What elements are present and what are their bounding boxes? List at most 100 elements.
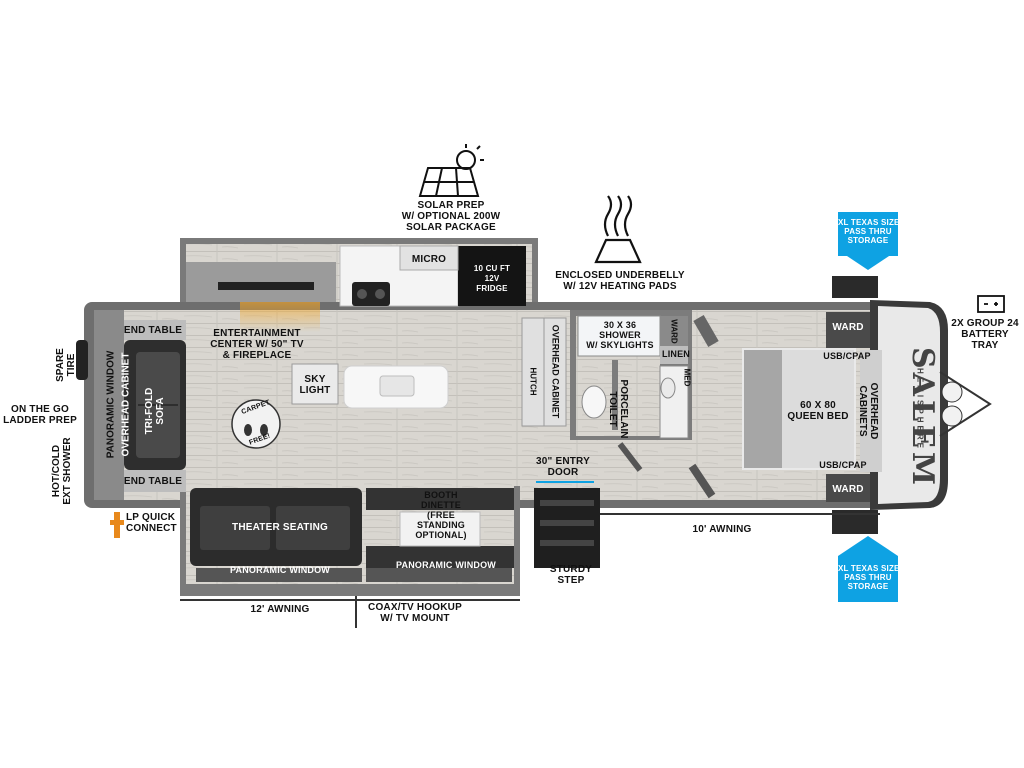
ladder-callout: ON THE GO LADDER PREP — [0, 404, 80, 426]
storage-bottom-line-1: XL TEXAS SIZE — [838, 564, 900, 573]
entertainment-line-2: CENTER W/ 50" TV — [210, 339, 304, 350]
storage-bottom-line-3: STORAGE — [847, 582, 889, 591]
spare-tire-line-2: TIRE — [66, 353, 77, 377]
bed-label: 60 X 80 QUEEN BED — [782, 400, 854, 422]
shower-line-3: W/ SKYLIGHTS — [586, 340, 654, 350]
battery-icon — [977, 295, 1005, 313]
dinette-line-4: STANDING — [417, 520, 465, 530]
shower-label: 30 X 36 SHOWER W/ SKYLIGHTS — [580, 320, 660, 350]
skylight-line-2: LIGHT — [299, 385, 331, 396]
dinette-line-5: OPTIONAL) — [415, 530, 467, 540]
dinette-line-2: DINETTE — [421, 500, 461, 510]
overhead-cabinets-line-1: OVERHEAD — [868, 382, 879, 440]
usb-bottom-label: USB/CPAP — [819, 460, 867, 470]
panoramic-window-1: PANORAMIC WINDOW — [229, 565, 331, 575]
step-callout: STURDY STEP — [540, 564, 602, 586]
kitchen — [186, 245, 567, 427]
theater-seating-label: THEATER SEATING — [232, 522, 328, 533]
brand-sub: HEMISPHERE — [915, 368, 925, 451]
end-table-bottom: END TABLE — [123, 476, 183, 487]
tire-icon — [76, 340, 88, 380]
entertainment-line-1: ENTERTAINMENT — [213, 328, 301, 339]
up-arrow-icon — [838, 536, 898, 602]
battery-line-1: 2X GROUP 24 — [951, 318, 1019, 329]
shower-line-1: 30 X 36 — [603, 320, 637, 330]
ward-bottom-label: WARD — [832, 484, 864, 495]
storage-top-line-1: XL TEXAS SIZE — [838, 218, 900, 227]
bathroom — [570, 310, 716, 499]
skylight-label: SKY LIGHT — [292, 374, 338, 396]
lp-line-2: CONNECT — [126, 523, 177, 534]
toilet-line-1: PORCELAIN — [618, 379, 629, 439]
storage-top-line-2: PASS THRU — [844, 227, 892, 236]
awning-12-label: 12' AWNING — [250, 604, 310, 615]
fridge-line-3: FRIDGE — [476, 284, 508, 293]
storage-top-callout: XL TEXAS SIZE PASS THRU STORAGE — [838, 218, 900, 245]
micro-label: MICRO — [411, 254, 447, 265]
dinette-line-1: BOOTH — [424, 490, 458, 500]
storage-bottom-line-2: PASS THRU — [844, 573, 892, 582]
overhead-cabinets-label: OVERHEAD CABINETS — [857, 371, 879, 451]
toilet-line-2: TOILET — [607, 391, 618, 427]
ward-bath-label: WARD — [669, 319, 679, 344]
underbelly-line-2: W/ 12V HEATING PADS — [563, 281, 677, 292]
toilet-label: PORCELAIN TOILET — [607, 371, 629, 447]
entry-line-2: DOOR — [547, 467, 579, 478]
ext-shower-line-2: EXT SHOWER — [62, 437, 73, 505]
usb-top-label: USB/CPAP — [823, 351, 871, 361]
coax-callout: COAX/TV HOOKUP W/ TV MOUNT — [360, 602, 470, 624]
step-line-2: STEP — [557, 575, 585, 586]
entertainment-label: ENTERTAINMENT CENTER W/ 50" TV & FIREPLA… — [204, 328, 310, 361]
underbelly-callout: ENCLOSED UNDERBELLY W/ 12V HEATING PADS — [550, 270, 690, 292]
lp-line-1: LP QUICK — [126, 512, 176, 523]
bed-line-2: QUEEN BED — [787, 411, 849, 422]
storage-bottom-callout: XL TEXAS SIZE PASS THRU STORAGE — [838, 564, 900, 591]
end-table-top: END TABLE — [123, 325, 183, 336]
down-arrow-icon — [838, 212, 898, 270]
battery-callout: 2X GROUP 24 BATTERY TRAY — [950, 318, 1020, 351]
overhead-cabinet-left: OVERHEAD CABINET — [120, 352, 132, 457]
dinette-line-3: (FREE — [427, 510, 455, 520]
lp-valve-icon — [110, 512, 124, 538]
coax-line-1: COAX/TV HOOKUP — [368, 602, 462, 613]
solar-line-1: SOLAR PREP — [417, 200, 485, 211]
spare-tire-line-1: SPARE — [55, 348, 66, 382]
entry-door-callout: 30" ENTRY DOOR — [528, 456, 598, 478]
bedroom — [693, 312, 882, 502]
ward-top-label: WARD — [832, 322, 864, 333]
med-label: MED — [682, 368, 692, 387]
rear-lounge — [94, 310, 186, 500]
ladder-line-2: LADDER PREP — [3, 415, 77, 426]
solar-panel-icon — [418, 144, 484, 197]
solar-line-2: W/ OPTIONAL 200W — [401, 211, 501, 222]
fridge-line-1: 10 CU FT — [473, 264, 511, 273]
fridge-line-2: 12V — [484, 274, 500, 283]
entry-line-1: 30" ENTRY — [536, 456, 590, 467]
ladder-line-1: ON THE GO — [11, 404, 69, 415]
shower-line-2: SHOWER — [599, 330, 641, 340]
step-line-1: STURDY — [549, 564, 593, 575]
panoramic-window-left: PANORAMIC WINDOW — [105, 350, 117, 459]
awning-10-label: 10' AWNING — [692, 524, 752, 535]
entertainment-line-3: & FIREPLACE — [222, 350, 292, 361]
overhead-cabinet-mid: OVERHEAD CABINET — [550, 324, 561, 419]
sofa-line-1: TRI-FOLD — [144, 387, 155, 435]
solar-line-3: SOLAR PACKAGE — [406, 222, 496, 233]
ext-shower-callout: HOT/COLD EXT SHOWER — [51, 431, 73, 511]
carpet-free-badge — [231, 399, 281, 449]
overhead-cabinets-line-2: CABINETS — [857, 385, 868, 437]
sofa-label: TRI-FOLD SOFA — [144, 386, 166, 436]
fridge-label: 10 CU FT 12V FRIDGE — [458, 264, 526, 294]
hitch — [939, 371, 992, 437]
sofa-line-2: SOFA — [155, 397, 166, 425]
underbelly-line-1: ENCLOSED UNDERBELLY — [555, 270, 685, 281]
solar-callout: SOLAR PREP W/ OPTIONAL 200W SOLAR PACKAG… — [396, 200, 506, 233]
storage-top-line-3: STORAGE — [847, 236, 889, 245]
panoramic-window-2: PANORAMIC WINDOW — [395, 560, 497, 570]
dinette-label: BOOTH DINETTE (FREE STANDING OPTIONAL) — [410, 490, 472, 540]
battery-line-2: BATTERY — [961, 329, 1009, 340]
ext-shower-line-1: HOT/COLD — [51, 444, 62, 498]
heat-pad-icon — [594, 195, 642, 264]
linen-label: LINEN — [662, 349, 690, 359]
